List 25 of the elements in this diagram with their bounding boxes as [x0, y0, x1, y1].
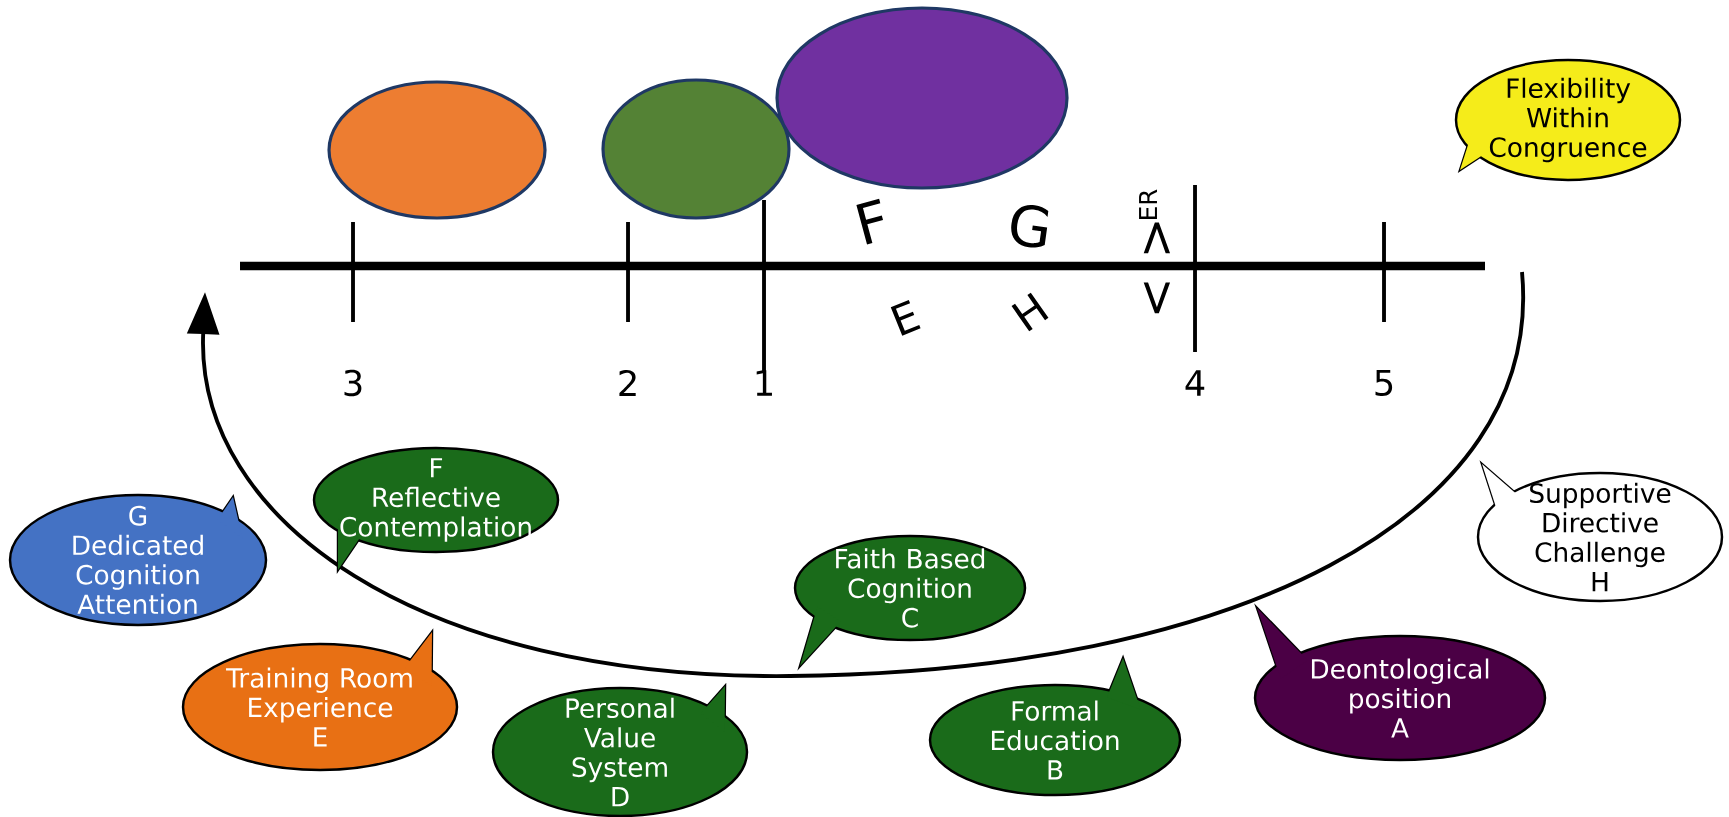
speech-bubble: Flexibility Within Congruence	[1454, 58, 1682, 182]
letter: E	[890, 299, 921, 336]
comparison-sign: <	[1143, 282, 1171, 314]
scale-number: 1	[756, 370, 772, 396]
speech-bubble: Supportive Directive Challenge H	[1476, 460, 1724, 603]
speech-bubble: Training Room Experience E	[181, 628, 459, 772]
speech-bubble: G Dedicated Cognition Attention	[8, 493, 268, 627]
rotated-text: ER	[1139, 189, 1157, 219]
scale-number: 5	[1375, 369, 1393, 397]
empty-ellipse	[327, 80, 547, 220]
comparison-sign: >	[1143, 222, 1171, 254]
node-label: H	[1592, 572, 1608, 592]
speech-bubble: Faith Based Cognition C	[793, 534, 1027, 671]
scale-number: 3	[344, 369, 362, 397]
speech-bubble: Formal Education B	[928, 654, 1182, 797]
letter: H	[1011, 292, 1049, 332]
speech-bubble: Personal Value System D	[491, 682, 749, 817]
empty-ellipse	[775, 6, 1069, 190]
scale-number: 2	[619, 369, 636, 397]
speech-bubble: Deontological position A	[1253, 603, 1547, 762]
speech-bubble: F Reflective Contemplation	[312, 446, 560, 574]
empty-ellipse	[601, 78, 791, 220]
letter: F	[856, 198, 884, 245]
node-label: Supportive Directive Challenge	[1530, 482, 1671, 568]
scale-number: 4	[1185, 370, 1205, 396]
